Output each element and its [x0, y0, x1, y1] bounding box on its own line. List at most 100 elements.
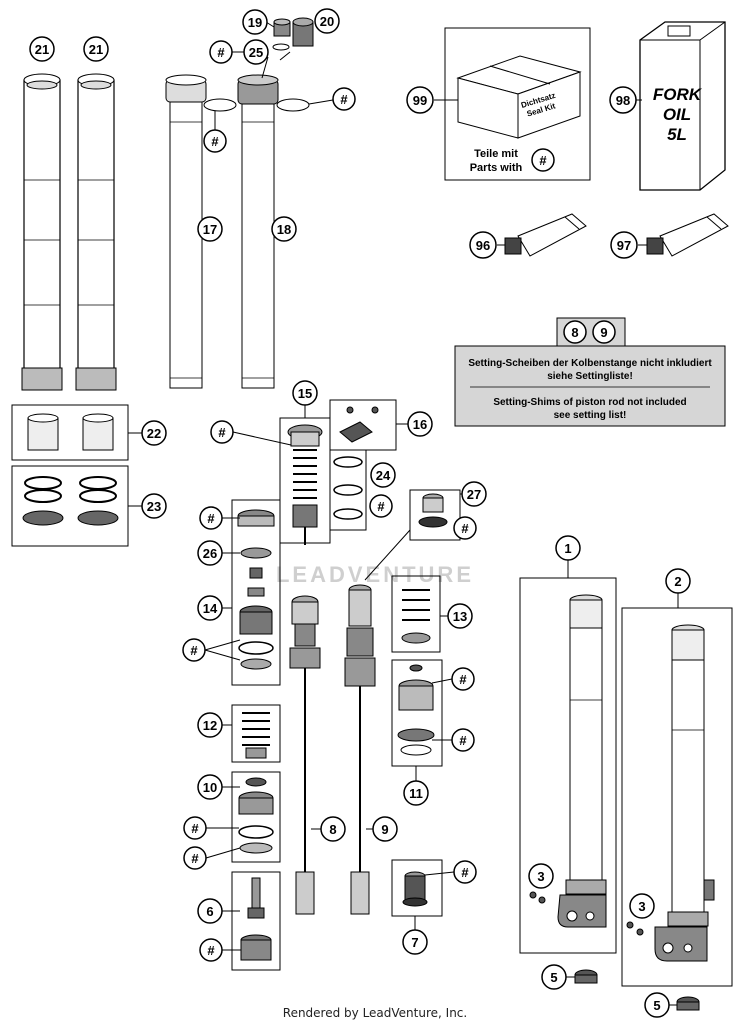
callout-27[interactable]: 27 — [461, 481, 487, 507]
callout-97[interactable]: 97 — [610, 231, 638, 259]
callout-3-right[interactable]: 3 — [629, 893, 655, 919]
axle-nut-5-right[interactable] — [676, 996, 700, 1011]
callout-20[interactable]: 20 — [314, 8, 340, 34]
inner-tube-18[interactable] — [237, 74, 279, 389]
svg-text:7: 7 — [411, 935, 418, 950]
screws-3-left[interactable] — [529, 891, 546, 904]
svg-text:24: 24 — [376, 468, 391, 483]
callout-hash-6[interactable]: # — [199, 938, 223, 962]
fork-leg-2[interactable] — [654, 624, 715, 962]
cartridge-15[interactable] — [287, 424, 323, 545]
callout-96[interactable]: 96 — [469, 231, 497, 259]
callout-hash-17-ring[interactable]: # — [203, 129, 227, 153]
callout-hash-seal-kit[interactable]: # — [531, 148, 555, 172]
callout-hash-25[interactable]: # — [209, 40, 233, 64]
o-ring-18[interactable] — [276, 98, 310, 112]
callout-hash-11-bottom[interactable]: # — [451, 728, 475, 752]
callout-14[interactable]: 14 — [197, 595, 223, 621]
svg-text:14: 14 — [203, 601, 218, 616]
piston-rod-9[interactable] — [344, 584, 376, 915]
callout-17[interactable]: 17 — [197, 216, 223, 242]
top-cap-parts-16[interactable] — [339, 406, 379, 443]
callout-15[interactable]: 15 — [292, 380, 318, 406]
callout-25[interactable]: 25 — [243, 39, 269, 65]
axle-nut-5-left[interactable] — [574, 969, 598, 984]
callout-18[interactable]: 18 — [271, 216, 297, 242]
callout-99[interactable]: 99 — [406, 86, 434, 114]
svg-text:98: 98 — [616, 93, 630, 108]
callout-23[interactable]: 23 — [141, 493, 167, 519]
callout-hash-14-top[interactable]: # — [199, 506, 223, 530]
svg-text:8: 8 — [329, 822, 336, 837]
valve-parts-14[interactable] — [237, 509, 275, 670]
callout-3-left[interactable]: 3 — [528, 863, 554, 889]
seals-23[interactable] — [22, 476, 119, 526]
callout-hash-10-a[interactable]: # — [183, 816, 207, 840]
callout-7[interactable]: 7 — [402, 929, 428, 955]
svg-text:17: 17 — [203, 222, 217, 237]
callout-21-right[interactable]: 21 — [83, 36, 109, 62]
callout-26[interactable]: 26 — [197, 540, 223, 566]
callout-hash-18-ring[interactable]: # — [332, 87, 356, 111]
bushings-22[interactable] — [27, 413, 114, 451]
rings-24-box — [329, 449, 367, 531]
callout-19[interactable]: 19 — [242, 9, 268, 35]
callout-hash-7[interactable]: # — [453, 860, 477, 884]
callout-16[interactable]: 16 — [407, 411, 433, 437]
callout-9[interactable]: 9 — [372, 816, 398, 842]
valve-10-box — [231, 771, 281, 863]
callout-13[interactable]: 13 — [447, 603, 473, 629]
svg-text:5: 5 — [653, 998, 660, 1013]
callout-98[interactable]: 98 — [609, 86, 637, 114]
rings-24[interactable] — [333, 456, 363, 520]
svg-text:1: 1 — [564, 541, 571, 556]
callout-hash-24[interactable]: # — [369, 494, 393, 518]
callout-hash-14-bottom[interactable]: # — [182, 638, 206, 662]
callout-hash-15[interactable]: # — [210, 420, 234, 444]
callout-hash-27[interactable]: # — [453, 516, 477, 540]
callout-5-right[interactable]: 5 — [644, 992, 670, 1018]
grease-tube-97[interactable] — [646, 213, 729, 257]
valve-6[interactable] — [240, 877, 272, 961]
callout-6[interactable]: 6 — [197, 898, 223, 924]
screws-3-right[interactable] — [626, 921, 644, 936]
callout-11[interactable]: 11 — [403, 780, 429, 806]
callout-24[interactable]: 24 — [370, 462, 396, 488]
valve-7[interactable] — [402, 871, 428, 907]
svg-text:#: # — [207, 943, 215, 958]
spring-13[interactable] — [401, 589, 431, 644]
callout-22[interactable]: 22 — [141, 420, 167, 446]
svg-text:10: 10 — [203, 780, 217, 795]
screw-plug-19[interactable] — [273, 18, 291, 37]
piston-rod-8[interactable] — [289, 595, 321, 915]
inner-tube-17[interactable] — [165, 74, 207, 389]
spring-12-box — [231, 704, 281, 763]
spring-12[interactable] — [242, 712, 270, 759]
o-ring-25[interactable] — [272, 43, 290, 51]
callout-5-left[interactable]: 5 — [541, 964, 567, 990]
fork-leg-1[interactable] — [557, 594, 607, 928]
svg-text:12: 12 — [203, 718, 217, 733]
grease-tube-96[interactable] — [504, 213, 587, 257]
callout-hash-11-top[interactable]: # — [451, 667, 475, 691]
seal-kit-package[interactable]: Dichtsatz Seal Kit — [456, 55, 582, 139]
screw-cap-20[interactable] — [292, 17, 314, 47]
svg-text:27: 27 — [467, 487, 481, 502]
svg-text:9: 9 — [381, 822, 388, 837]
callout-12[interactable]: 12 — [197, 712, 223, 738]
svg-text:3: 3 — [638, 899, 645, 914]
callout-hash-10-b[interactable]: # — [183, 846, 207, 870]
callout-2[interactable]: 2 — [665, 568, 691, 594]
callout-1[interactable]: 1 — [555, 535, 581, 561]
valve-10[interactable] — [238, 777, 274, 854]
piston-27[interactable] — [418, 493, 448, 528]
valve-11[interactable] — [397, 664, 435, 756]
callout-21-left[interactable]: 21 — [29, 36, 55, 62]
callout-10[interactable]: 10 — [197, 774, 223, 800]
outer-tube-right[interactable] — [75, 73, 117, 391]
o-ring-17[interactable] — [203, 98, 237, 112]
svg-text:5L: 5L — [667, 125, 687, 144]
outer-tube-left[interactable] — [21, 73, 63, 391]
callout-8[interactable]: 8 — [320, 816, 346, 842]
fork-oil-can[interactable]: FORK OIL 5L — [639, 21, 726, 191]
